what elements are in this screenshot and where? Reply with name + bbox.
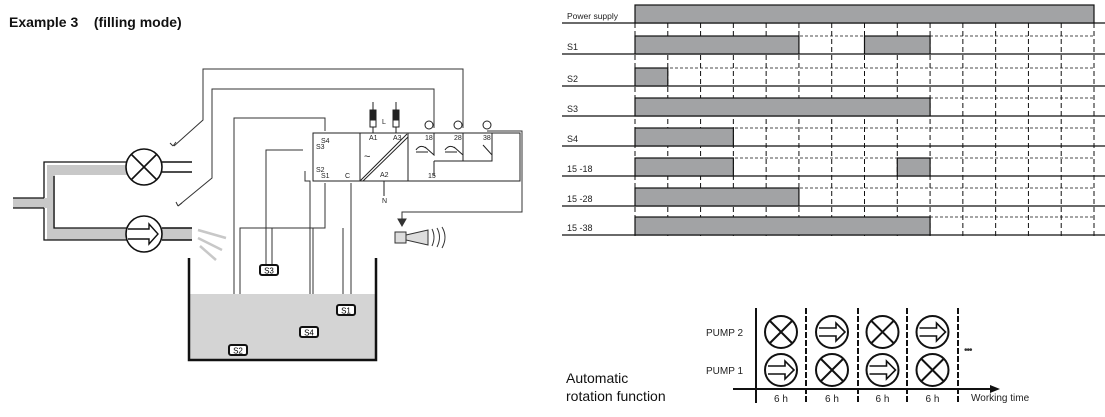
pump-stopped-icon	[915, 353, 950, 387]
on-bar	[634, 187, 800, 207]
row-label: S4	[567, 134, 578, 144]
pipe-network	[13, 161, 192, 241]
pump-running-icon	[764, 353, 798, 387]
on-bar	[896, 157, 931, 177]
svg-text:S3: S3	[264, 267, 274, 276]
on-bar	[634, 157, 734, 177]
rotation-title: Automatic rotation function	[566, 369, 666, 405]
row-label: 15 -38	[567, 223, 593, 233]
water-spray-icon	[197, 228, 227, 261]
rotation-title-line2: rotation function	[566, 388, 666, 404]
probe-s2: S2	[228, 344, 248, 356]
svg-text:A3: A3	[393, 135, 402, 142]
on-bar	[634, 67, 669, 87]
svg-text:S2: S2	[233, 347, 243, 356]
on-bar	[634, 127, 734, 147]
pump-running-icon	[865, 353, 900, 387]
period-duration: 6 h	[825, 394, 839, 405]
on-bar	[634, 4, 1095, 24]
time-axis-label: Working time	[971, 393, 1030, 404]
time-axis-arrow	[990, 385, 1000, 393]
probe-s4: S4	[299, 326, 319, 338]
svg-text:S1: S1	[321, 173, 330, 180]
probe-s1: S1	[336, 304, 356, 316]
period-duration: 6 h	[774, 394, 788, 405]
svg-text:C: C	[345, 173, 350, 180]
pump-stopped-icon	[865, 315, 900, 349]
period-duration: 6 h	[926, 394, 940, 405]
row-label: 15 -28	[567, 194, 593, 204]
svg-text:18: 18	[425, 135, 433, 142]
pump-label: PUMP 2	[706, 328, 743, 339]
pump-label: PUMP 1	[706, 366, 743, 377]
pump-running-icon	[815, 315, 849, 349]
svg-text:N: N	[382, 198, 387, 205]
continuation-ellipsis: •••	[964, 345, 973, 356]
row-label: Power supply	[567, 11, 619, 21]
svg-text:S2: S2	[316, 167, 325, 174]
level-relay-module	[312, 102, 521, 196]
pump-running-icon	[915, 315, 950, 349]
svg-text:S4: S4	[304, 329, 314, 338]
svg-text:A1: A1	[369, 135, 378, 142]
period-duration: 6 h	[876, 394, 890, 405]
terminal-labels: S4 S3 S2 S1 C A1 A3 A2 18 28 38 15 L N ~	[316, 119, 491, 205]
row-label: S1	[567, 42, 578, 52]
on-bar	[634, 97, 931, 117]
diagram-title: Example 3 (filling mode)	[9, 14, 182, 30]
row-label: S2	[567, 74, 578, 84]
svg-text:28: 28	[454, 135, 462, 142]
valve-icon	[125, 148, 163, 186]
svg-text:L: L	[382, 119, 386, 126]
pump-stopped-icon	[764, 315, 798, 349]
on-bar	[634, 216, 931, 236]
svg-text:A2: A2	[380, 172, 389, 179]
alarm-horn-icon	[394, 226, 446, 249]
rotation-title-line1: Automatic	[566, 370, 629, 386]
row-label: S3	[567, 104, 578, 114]
rotation-diagram: PUMP 2 PUMP 1 6 h 6 h 6 h 6 h ••• Working time	[706, 308, 1030, 405]
on-bar	[863, 35, 931, 55]
on-bar	[634, 35, 800, 55]
svg-text:S4: S4	[321, 138, 330, 145]
svg-text:~: ~	[364, 151, 370, 163]
pump-icon	[125, 215, 163, 253]
svg-text:S1: S1	[341, 307, 351, 316]
svg-text:S3: S3	[316, 144, 325, 151]
wiring-diagram: S3 S1 S4 S2 S4 S3 S2 S1 C A	[13, 68, 523, 362]
pump-stopped-icon	[815, 353, 849, 387]
svg-text:15: 15	[428, 173, 436, 180]
probe-s3: S3	[259, 264, 279, 276]
row-label: 15 -18	[567, 164, 593, 174]
svg-text:38: 38	[483, 135, 491, 142]
control-wires	[169, 68, 523, 340]
